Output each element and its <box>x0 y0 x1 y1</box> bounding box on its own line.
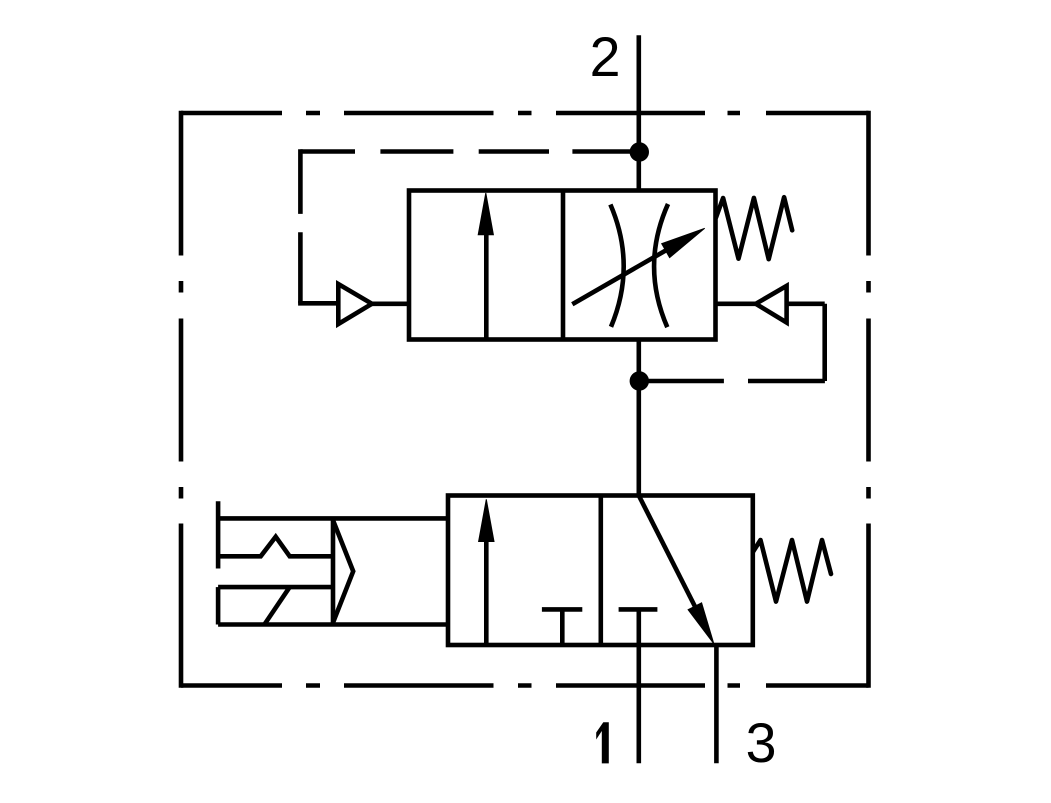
svg-text:3: 3 <box>746 712 777 774</box>
svg-text:2: 2 <box>590 26 621 88</box>
